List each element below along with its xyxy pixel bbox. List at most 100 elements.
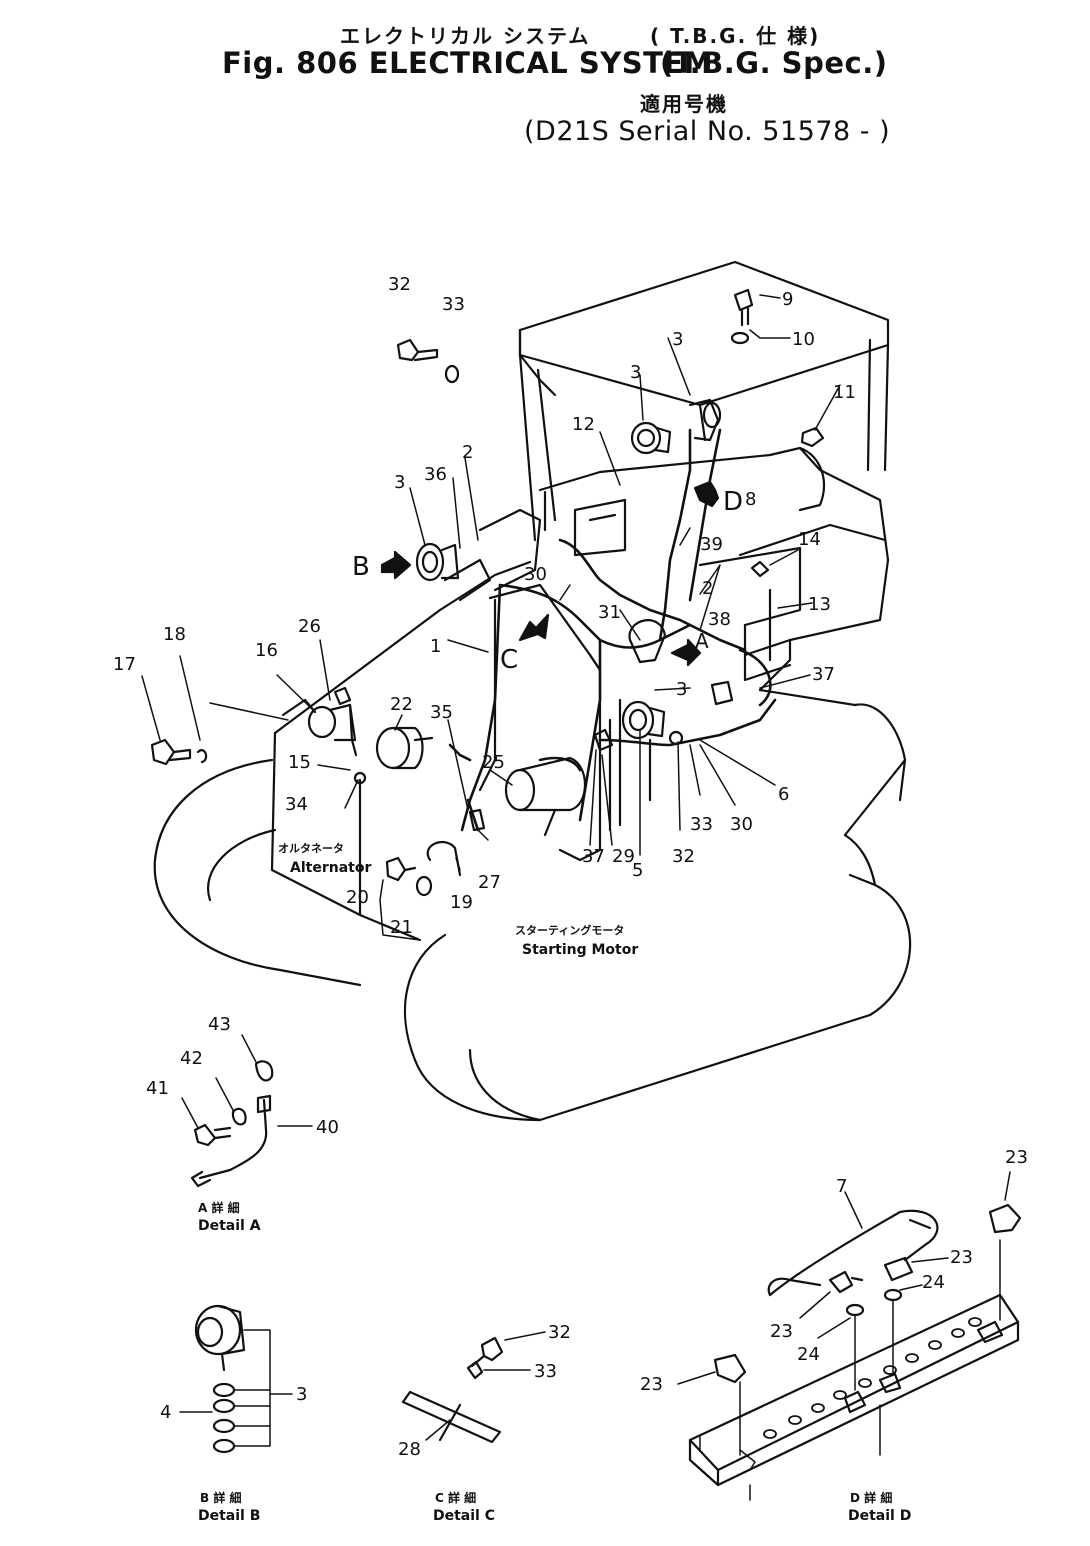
part-number: 39 — [700, 534, 723, 555]
part-number: 38 — [708, 609, 731, 630]
part-number: 4 — [160, 1402, 171, 1423]
horn-16 — [307, 703, 357, 742]
detail-a-drawing — [181, 1034, 313, 1188]
part-number: 10 — [792, 329, 815, 350]
part-number: 3 — [394, 472, 405, 493]
work-lamp-top — [688, 398, 722, 442]
part-number: 30 — [730, 814, 753, 835]
part-number: 7 — [836, 1176, 847, 1197]
bolt-32-top — [396, 338, 439, 362]
detail-d-caption: Detail D — [848, 1508, 911, 1524]
part-number: 20 — [346, 887, 369, 908]
part-number: 30 — [524, 564, 547, 585]
part-number: 5 — [632, 860, 643, 881]
part-number: 28 — [398, 1439, 421, 1460]
part-number: 35 — [430, 702, 453, 723]
jp-title: エレクトリカル システム — [340, 24, 591, 48]
cab-pillar-left-2 — [536, 368, 557, 522]
part-number: 3 — [296, 1384, 307, 1405]
figure-spec: (T.B.G. Spec.) — [660, 46, 888, 80]
part-number: 42 — [180, 1048, 203, 1069]
part-number: 3 — [676, 679, 687, 700]
part-number-labels: 32 33 9 10 3 3 11 12 8 2 36 3 39 14 30 2… — [113, 274, 1028, 1460]
work-lamp-left — [415, 542, 460, 582]
view-marker-a: A — [695, 629, 709, 653]
view-marker-b: B — [352, 552, 370, 582]
detail-b-caption: Detail B — [198, 1508, 260, 1524]
detail-c-drawing — [401, 1331, 546, 1444]
jp-serial-label: 適用号機 — [640, 92, 728, 116]
part-number: 33 — [442, 294, 465, 315]
part-number: 13 — [808, 594, 831, 615]
part-number: 23 — [640, 1374, 663, 1395]
nut-11 — [800, 426, 825, 448]
detail-c-caption-jp: C 詳 細 — [435, 1490, 476, 1505]
part-number: 31 — [598, 602, 621, 623]
part-number: 8 — [745, 489, 756, 510]
harness-main — [498, 583, 602, 822]
part-number: 11 — [833, 382, 856, 403]
starting-motor-label-jp: スターティングモータ — [515, 923, 624, 937]
bolt-9 — [733, 288, 754, 327]
view-marker-c: C — [500, 645, 518, 675]
arrow-d — [693, 480, 720, 508]
part-number: 40 — [316, 1117, 339, 1138]
part-number: 16 — [255, 640, 278, 661]
bolt-20 — [385, 856, 417, 882]
part-number: 24 — [922, 1272, 945, 1293]
deck — [273, 560, 532, 735]
bolt-17 — [150, 738, 192, 766]
part-number: 22 — [390, 694, 413, 715]
part-number: 14 — [798, 529, 821, 550]
part-number: 6 — [778, 784, 789, 805]
part-number: 15 — [288, 752, 311, 773]
detail-d-drawing — [677, 1171, 1022, 1501]
alternator — [375, 726, 434, 770]
part-number: 12 — [572, 414, 595, 435]
crawler-front — [403, 873, 912, 1122]
part-number: 9 — [782, 289, 793, 310]
alternator-label: Alternator — [290, 860, 371, 876]
starting-motor — [504, 756, 587, 837]
part-number: 26 — [298, 616, 321, 637]
part-number: 29 — [612, 846, 635, 867]
part-number: 27 — [478, 872, 501, 893]
part-number: 32 — [548, 1322, 571, 1343]
cab-pillar-right — [883, 343, 890, 472]
detail-b-caption-jp: B 詳 細 — [200, 1490, 242, 1505]
connector-29 — [593, 728, 614, 752]
part-number: 23 — [950, 1247, 973, 1268]
cable-15 — [348, 703, 358, 757]
part-number: 24 — [797, 1344, 820, 1365]
terminal-34 — [353, 771, 367, 785]
detail-a-caption: Detail A — [198, 1218, 261, 1234]
detail-a-caption-jp: A 詳 細 — [198, 1200, 240, 1215]
work-lamp-cab — [630, 421, 672, 455]
part-number: 32 — [672, 846, 695, 867]
part-number: 3 — [630, 362, 641, 383]
part-number: 1 — [430, 636, 441, 657]
part-number: 32 — [388, 274, 411, 295]
terminal-38 — [710, 680, 734, 706]
lamp-31 — [628, 619, 667, 664]
part-number: 2 — [462, 442, 473, 463]
arrow-a — [670, 638, 702, 667]
cab-pillar-left — [518, 328, 537, 542]
part-number: 37 — [582, 846, 605, 867]
crawler-left — [153, 758, 362, 987]
arrow-c — [518, 613, 550, 642]
starting-motor-label: Starting Motor — [522, 942, 638, 958]
part-number: 41 — [146, 1078, 169, 1099]
washer-10 — [730, 331, 750, 345]
part-number: 23 — [770, 1321, 793, 1342]
view-marker-d: D — [723, 487, 743, 517]
detail-b-drawing — [179, 1304, 293, 1454]
detail-d-caption-jp: D 詳 細 — [850, 1490, 892, 1505]
jp-spec: ( T.B.G. 仕 様) — [650, 24, 821, 48]
part-number: 33 — [534, 1361, 557, 1382]
detail-c-caption: Detail C — [433, 1508, 495, 1524]
figure-title: Fig. 806 ELECTRICAL SYSTEM — [222, 46, 714, 80]
rear-panel — [738, 523, 887, 557]
part-number: 18 — [163, 624, 186, 645]
